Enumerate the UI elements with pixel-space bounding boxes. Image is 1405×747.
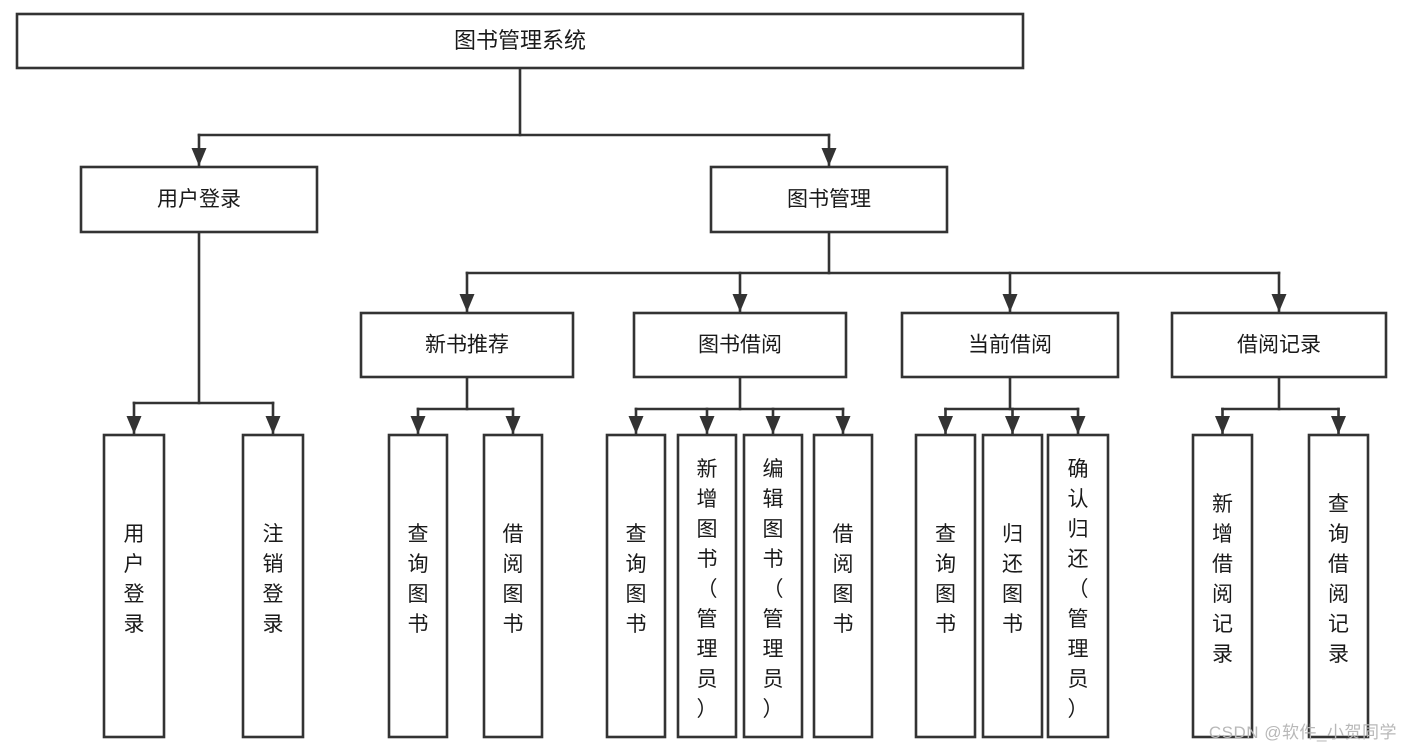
node-label-leaf-confirm-return-admin: 确认归还（管理员） (1068, 458, 1089, 721)
arrow-leaf-user-login (126, 416, 142, 434)
node-box-leaf-borrow-book (812, 433, 874, 739)
node-box-new-book-recommend (359, 311, 575, 379)
node-box-book-manage (709, 165, 949, 234)
arrow-current-borrow (1002, 294, 1018, 312)
node-box-leaf-query-book-current (914, 433, 977, 739)
node-label-root: 图书管理系统 (454, 28, 586, 53)
node-leaf-query-borrow-record[interactable]: 查询借阅记录 (1307, 433, 1370, 739)
node-leaf-edit-book-admin[interactable]: 编辑图书（管理员） (742, 433, 804, 739)
node-leaf-add-book-admin[interactable]: 新增图书（管理员） (676, 433, 738, 739)
node-box-leaf-borrow-book-rec (482, 433, 544, 739)
node-box-current-borrow (900, 311, 1120, 379)
node-leaf-user-login[interactable]: 用户登录 (102, 433, 166, 739)
node-box-user-login (79, 165, 319, 234)
node-user-login[interactable]: 用户登录 (79, 165, 319, 234)
node-box-leaf-add-borrow-record (1191, 433, 1254, 739)
node-box-leaf-user-login (102, 433, 166, 739)
node-leaf-confirm-return-admin[interactable]: 确认归还（管理员） (1046, 433, 1110, 739)
node-label-leaf-borrow-book-rec: 借阅图书 (503, 523, 524, 636)
node-label-leaf-query-book-rec: 查询图书 (408, 523, 429, 636)
node-box-leaf-return-book (981, 433, 1044, 739)
node-box-leaf-confirm-return-admin (1046, 433, 1110, 739)
node-box-leaf-edit-book-admin (742, 433, 804, 739)
node-box-leaf-add-book-admin (676, 433, 738, 739)
arrow-leaf-logout (265, 416, 281, 434)
node-label-borrow-record: 借阅记录 (1237, 334, 1321, 357)
node-root[interactable]: 图书管理系统 (15, 12, 1025, 70)
node-label-leaf-logout: 注销登录 (263, 523, 284, 636)
arrow-borrow-record (1271, 294, 1287, 312)
node-box-leaf-logout (241, 433, 305, 739)
arrow-leaf-query-book-current (938, 416, 953, 434)
node-leaf-query-book-current[interactable]: 查询图书 (914, 433, 977, 739)
nodes-layer: 图书管理系统用户登录图书管理新书推荐图书借阅当前借阅借阅记录用户登录注销登录查询… (15, 12, 1388, 739)
arrow-leaf-add-book-admin (699, 416, 715, 434)
node-label-leaf-user-login: 用户登录 (124, 523, 145, 636)
node-label-book-manage: 图书管理 (787, 188, 871, 211)
node-box-book-borrow (632, 311, 848, 379)
node-leaf-borrow-book-rec[interactable]: 借阅图书 (482, 433, 544, 739)
arrow-leaf-borrow-book-rec (505, 416, 521, 434)
arrow-user-login (191, 148, 207, 166)
arrow-leaf-query-book-rec (410, 416, 426, 434)
node-label-leaf-edit-book-admin: 编辑图书（管理员） (763, 458, 784, 721)
arrow-leaf-confirm-return-admin (1070, 416, 1086, 434)
node-new-book-recommend[interactable]: 新书推荐 (359, 311, 575, 379)
node-box-leaf-query-book-rec (387, 433, 449, 739)
node-label-leaf-query-book-borrow: 查询图书 (626, 523, 647, 636)
node-current-borrow[interactable]: 当前借阅 (900, 311, 1120, 379)
node-label-new-book-recommend: 新书推荐 (425, 334, 509, 357)
node-label-current-borrow: 当前借阅 (968, 334, 1052, 357)
node-leaf-borrow-book[interactable]: 借阅图书 (812, 433, 874, 739)
node-label-leaf-borrow-book: 借阅图书 (833, 523, 854, 636)
csdn-watermark: CSDN @软件_小贺同学 (1208, 723, 1397, 742)
node-label-book-borrow: 图书借阅 (698, 334, 782, 357)
arrow-book-borrow (732, 294, 748, 312)
arrow-leaf-borrow-book (835, 416, 851, 434)
node-leaf-logout[interactable]: 注销登录 (241, 433, 305, 739)
node-book-borrow[interactable]: 图书借阅 (632, 311, 848, 379)
node-box-leaf-query-book-borrow (605, 433, 667, 739)
arrow-leaf-edit-book-admin (765, 416, 781, 434)
node-label-leaf-query-borrow-record: 查询借阅记录 (1328, 493, 1349, 666)
node-label-leaf-add-book-admin: 新增图书（管理员） (697, 458, 718, 721)
node-label-leaf-add-borrow-record: 新增借阅记录 (1212, 493, 1233, 666)
node-leaf-add-borrow-record[interactable]: 新增借阅记录 (1191, 433, 1254, 739)
node-label-user-login: 用户登录 (157, 188, 241, 211)
node-book-manage[interactable]: 图书管理 (709, 165, 949, 234)
node-leaf-return-book[interactable]: 归还图书 (981, 433, 1044, 739)
arrow-leaf-query-borrow-record (1331, 416, 1346, 434)
node-borrow-record[interactable]: 借阅记录 (1170, 311, 1388, 379)
node-label-leaf-query-book-current: 查询图书 (935, 523, 956, 636)
connectors-layer (126, 66, 1346, 436)
node-leaf-query-book-rec[interactable]: 查询图书 (387, 433, 449, 739)
arrow-book-manage (821, 148, 837, 166)
node-label-leaf-return-book: 归还图书 (1002, 523, 1023, 636)
node-box-root (15, 12, 1025, 70)
arrow-leaf-return-book (1005, 416, 1020, 434)
node-leaf-query-book-borrow[interactable]: 查询图书 (605, 433, 667, 739)
arrow-leaf-add-borrow-record (1215, 416, 1230, 434)
node-box-leaf-query-borrow-record (1307, 433, 1370, 739)
arrow-new-book-recommend (459, 294, 475, 312)
arrow-leaf-query-book-borrow (628, 416, 644, 434)
node-box-borrow-record (1170, 311, 1388, 379)
